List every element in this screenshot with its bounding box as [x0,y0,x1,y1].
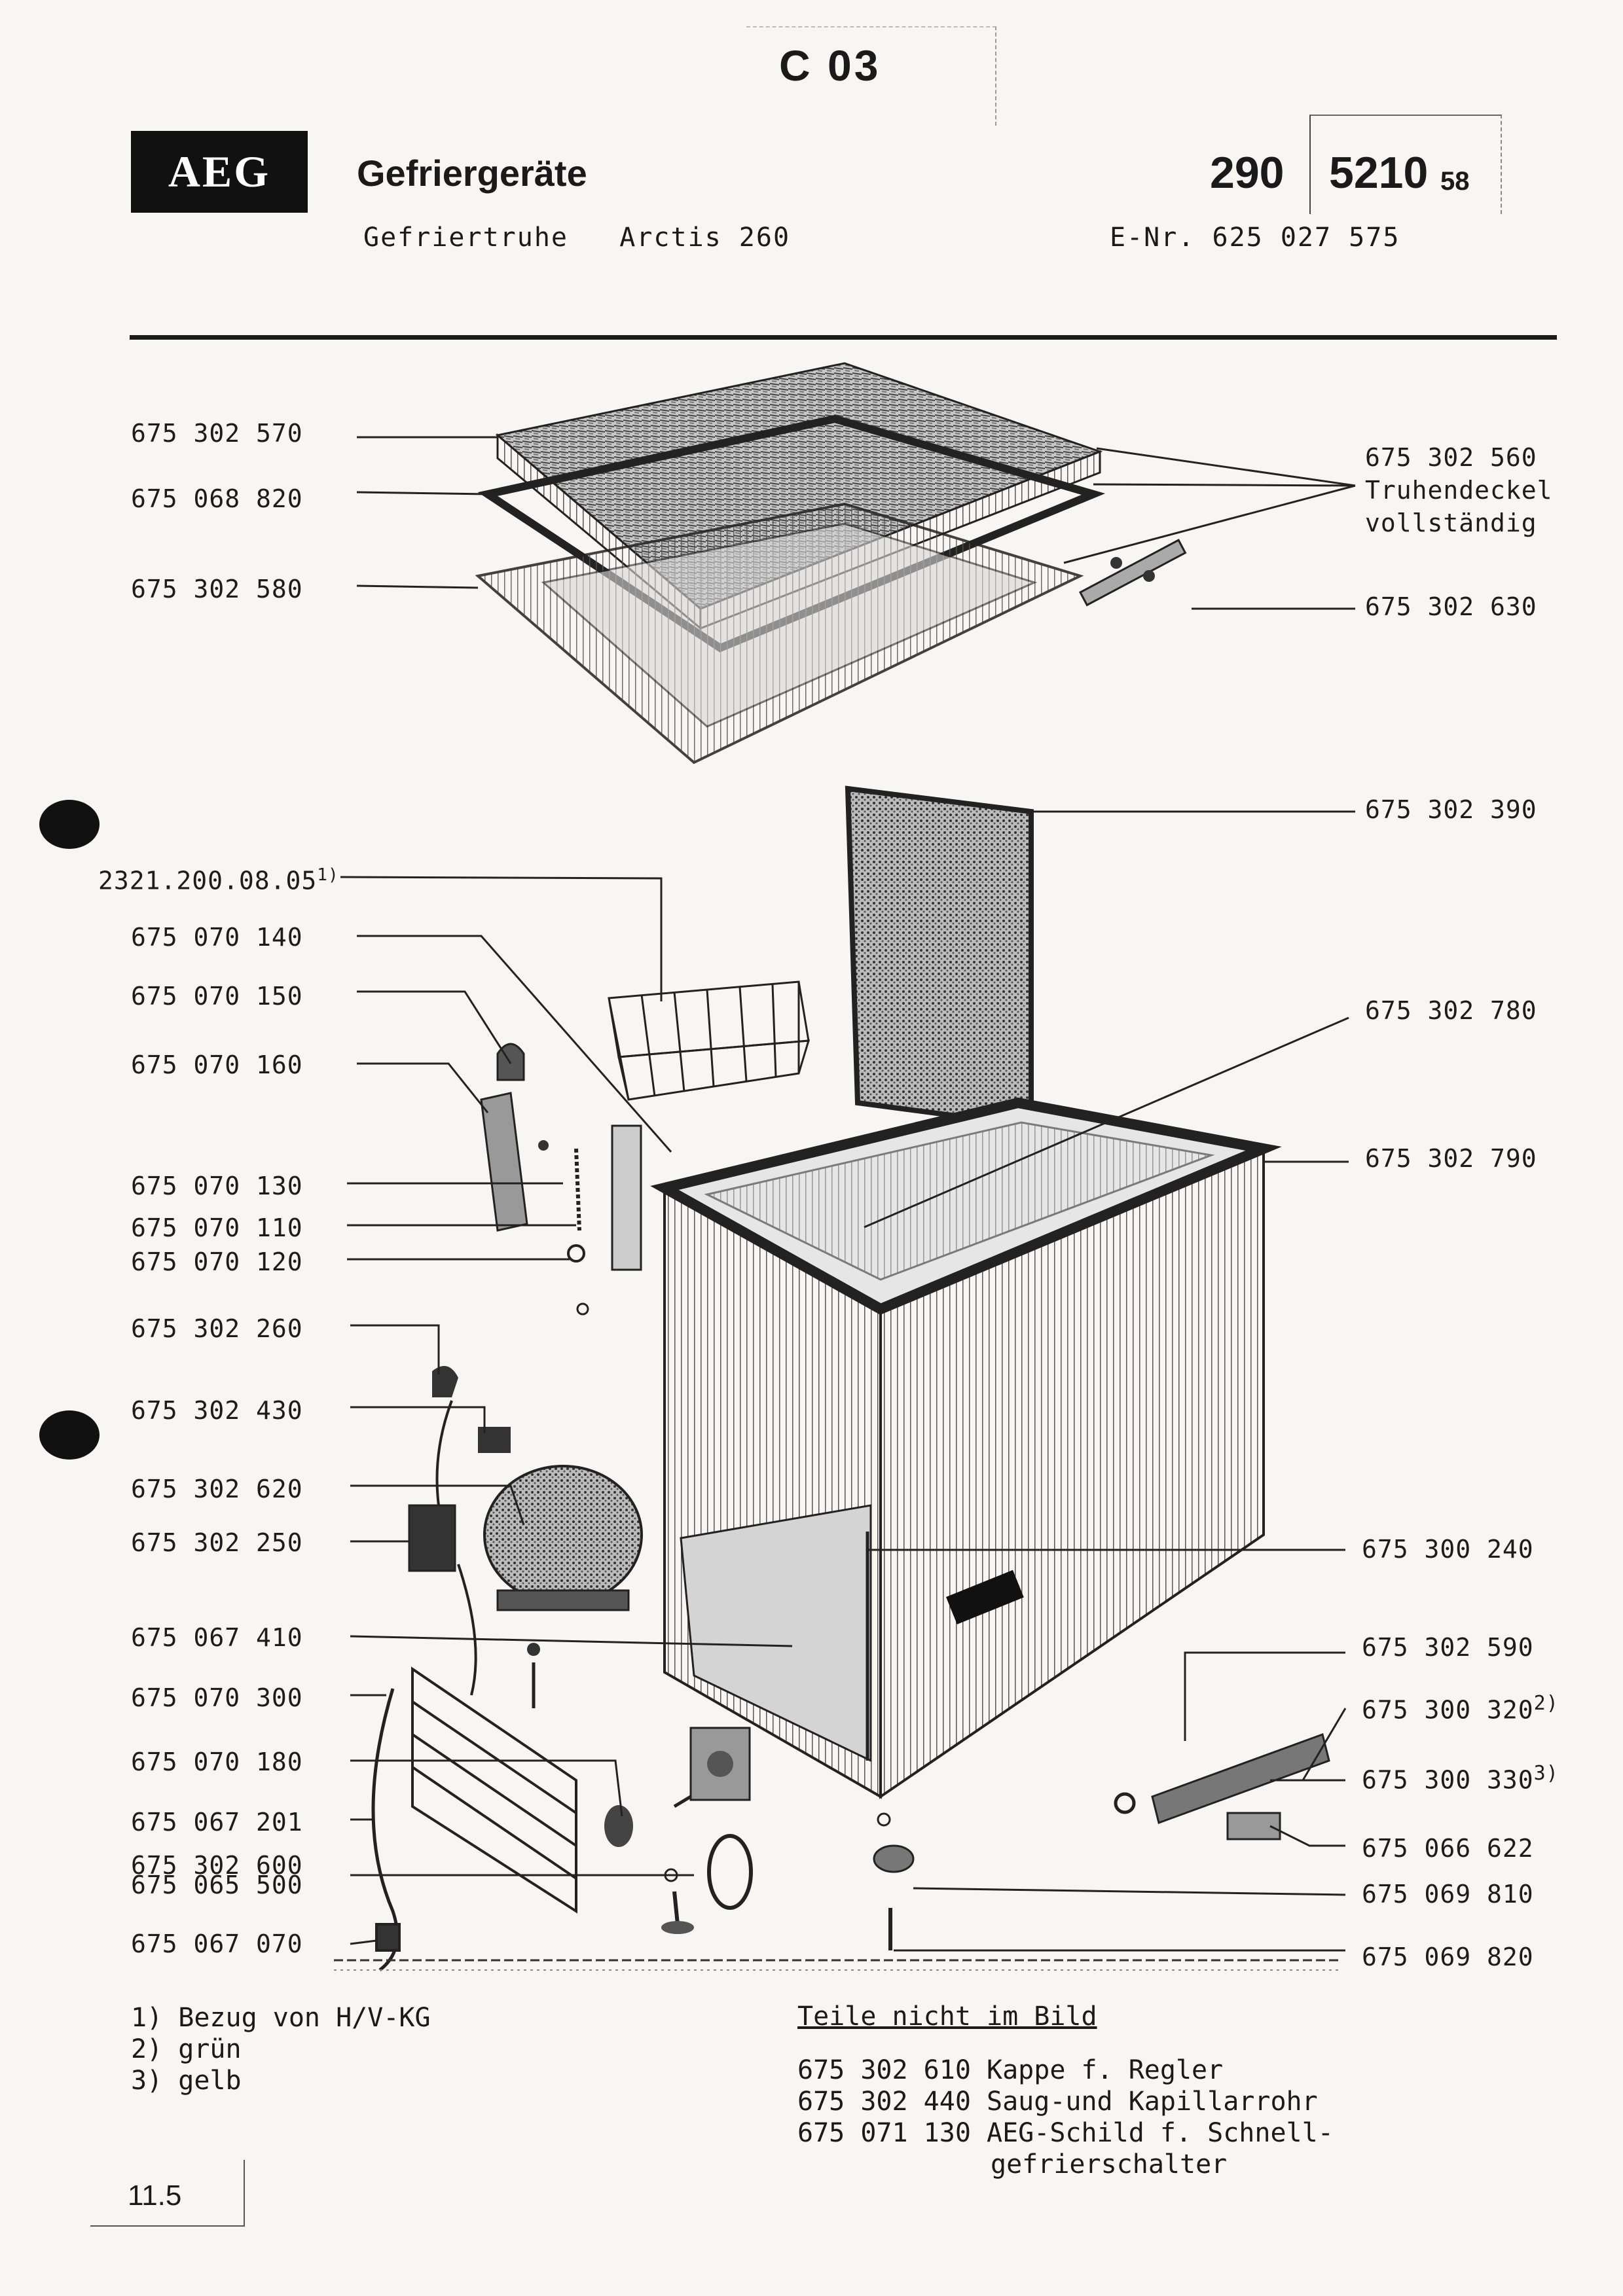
part-label-right: 675 302 790 [1365,1144,1537,1173]
footnote-ref: 3) [1533,1762,1559,1785]
page-number-box [90,2160,245,2227]
part-label-right: 675 300 3202) [1362,1692,1559,1725]
part-label-right: 675 302 560 [1365,443,1537,472]
not-pictured-item-continuation: gefrierschalter [991,2149,1228,2179]
part-label-left: 675 070 150 [131,982,303,1011]
footnote: 3) gelb [131,2066,242,2096]
part-label-left: 675 302 580 [131,575,303,603]
part-number: 675 300 330 [1362,1765,1534,1795]
part-label-left: 675 070 300 [131,1683,303,1712]
part-label-left: 675 302 570 [131,419,303,448]
section-code: C 03 [779,41,881,90]
part-label-left: 675 070 130 [131,1172,303,1200]
part-label-right: Truhendeckel [1365,476,1553,505]
inner-lid-panel-upright [845,785,1034,1129]
doc-number-c: 58 [1440,167,1470,196]
lid-handle [1078,539,1187,607]
part-label-left: 675 302 250 [131,1528,303,1557]
product-model: Arctis 260 [619,223,791,253]
leader-lines-left [340,436,793,1945]
not-pictured-item: 675 071 130 AEG-Schild f. Schnell- [797,2118,1334,2148]
lid-inner-panel [475,502,1084,764]
condenser-grid [371,1666,577,1971]
part-label-left: 675 068 820 [131,484,303,513]
part-label-left: 675 070 180 [131,1748,303,1776]
part-label-right: 675 302 390 [1365,795,1537,824]
footnote-ref: 2) [1533,1692,1559,1715]
part-label-left: 675 067 201 [131,1808,303,1837]
part-label-right: 675 302 780 [1365,996,1537,1025]
part-number: 2321.200.08.05 [98,866,318,895]
part-label-right: 675 302 590 [1362,1633,1534,1662]
punch-hole-bottom [39,1410,100,1460]
code-box [746,26,996,126]
aeg-logo: AEG [131,131,308,213]
product-description: Gefriertruhe Arctis 260 [363,223,790,253]
part-label-left: 675 302 600 [131,1851,303,1880]
part-label-right: 675 069 810 [1362,1880,1534,1909]
compressor [408,1366,643,1708]
thermostat-bracket [480,1043,642,1316]
foot-and-fan-parts [873,1812,915,1950]
doc-number-b: 5210 [1329,148,1429,198]
cabinet [650,1097,1282,1799]
part-label-right: 675 300 3303) [1362,1762,1559,1795]
part-label-left: 675 067 070 [131,1929,303,1958]
control-panel-strip [1114,1733,1330,1840]
part-label-left: 675 302 430 [131,1396,303,1425]
thermostat-controller [604,1727,753,1934]
part-label-left: 675 070 140 [131,923,303,952]
not-pictured-item: 675 302 610 Kappe f. Regler [797,2055,1224,2085]
wire-basket [608,980,811,1101]
not-pictured-title: Teile nicht im Bild [797,2001,1097,2032]
part-label-left: 675 302 620 [131,1475,303,1503]
leader-lines-right [864,447,1356,1952]
punch-hole-top [39,800,100,849]
part-label-right: 675 069 820 [1362,1943,1534,1971]
category-title: Gefriergeräte [357,152,587,194]
part-label-left: 675 065 500 [131,1871,303,1899]
part-label-left: 675 070 110 [131,1213,303,1242]
part-label-right: 675 066 622 [1362,1834,1534,1863]
header-rule [130,335,1557,340]
part-label-left: 675 070 160 [131,1050,303,1079]
part-label-right: vollständig [1365,509,1537,537]
part-label-left: 2321.200.08.051) [98,865,339,895]
part-label-right: 675 302 630 [1365,592,1537,621]
product-type: Gefriertruhe [363,223,568,253]
footnote: 1) Bezug von H/V-KG [131,2003,431,2033]
part-number: 675 300 320 [1362,1695,1534,1725]
footnote-ref: 1) [317,865,339,885]
part-label-left: 675 070 120 [131,1247,303,1276]
e-number: E-Nr. 625 027 575 [1110,223,1400,253]
footnote: 2) grün [131,2034,242,2064]
doc-number-box [1309,115,1502,214]
not-pictured-item: 675 302 440 Saug-und Kapillarrohr [797,2087,1318,2117]
part-label-left: 675 067 410 [131,1623,303,1652]
part-label-right: 675 300 240 [1362,1535,1534,1564]
page-number: 11.5 [128,2179,182,2212]
doc-number-a: 290 [1210,148,1285,198]
part-label-left: 675 302 260 [131,1314,303,1343]
